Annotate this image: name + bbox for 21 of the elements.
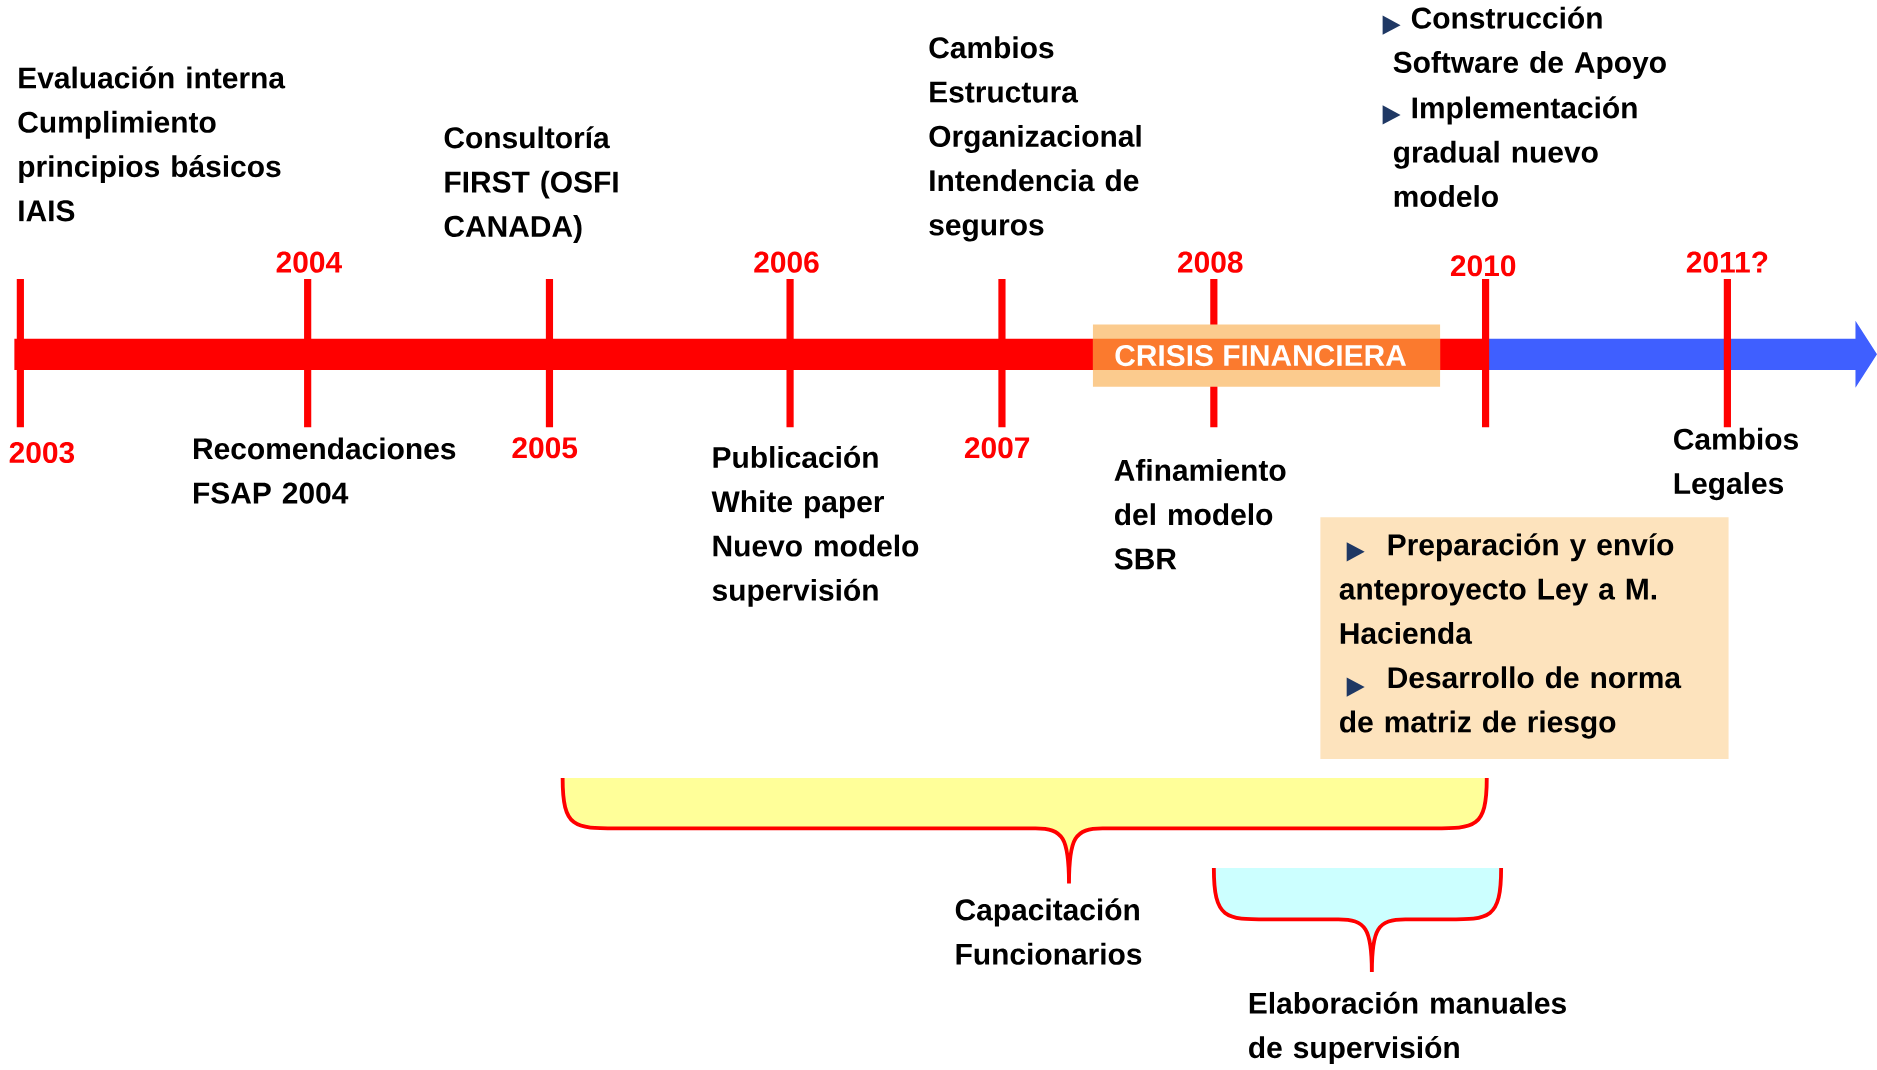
year-label: 2003 xyxy=(9,441,75,464)
event-text: Consultoría FIRST (OSFI CANADA) xyxy=(444,126,618,243)
event-text: Cambios Legales xyxy=(1674,427,1798,501)
year-label: 2005 xyxy=(512,437,578,459)
event-text: Construcción Software de Apoyo xyxy=(1393,6,1666,79)
year-label: 2011? xyxy=(1686,251,1768,273)
year-label: 2004 xyxy=(276,251,342,273)
year-label: 2006 xyxy=(754,251,819,273)
event-text: Recomendaciones FSAP 2004 xyxy=(194,437,456,504)
node-label: Capacitación Funcionarios xyxy=(955,898,1142,965)
event-text: Publicación White paper Nuevo modelo supervisión xyxy=(711,445,919,607)
event-text: Implementación gradual nuevo modelo xyxy=(1393,96,1637,207)
event-text: Evaluación interna Cumplimiento principios básicos IAIS xyxy=(18,66,286,222)
event-text: Cambios Estructura Organizacional Intendencia de seguros xyxy=(929,36,1141,242)
note-box: Preparación y envío anteproyecto Ley a M. Hacienda Desarrollo de norma de matriz de riesgo xyxy=(1320,517,1729,759)
year-label: 2008 xyxy=(1178,251,1243,273)
event-text: Afinamiento del modelo SBR xyxy=(1114,458,1286,570)
crisis-band: CRISIS FINANCIERA xyxy=(1092,324,1441,387)
year-label: 2010 xyxy=(1450,255,1516,277)
node-label: Elaboración manuales de supervisión xyxy=(1249,991,1566,1065)
year-label: 2007 xyxy=(964,437,1030,459)
